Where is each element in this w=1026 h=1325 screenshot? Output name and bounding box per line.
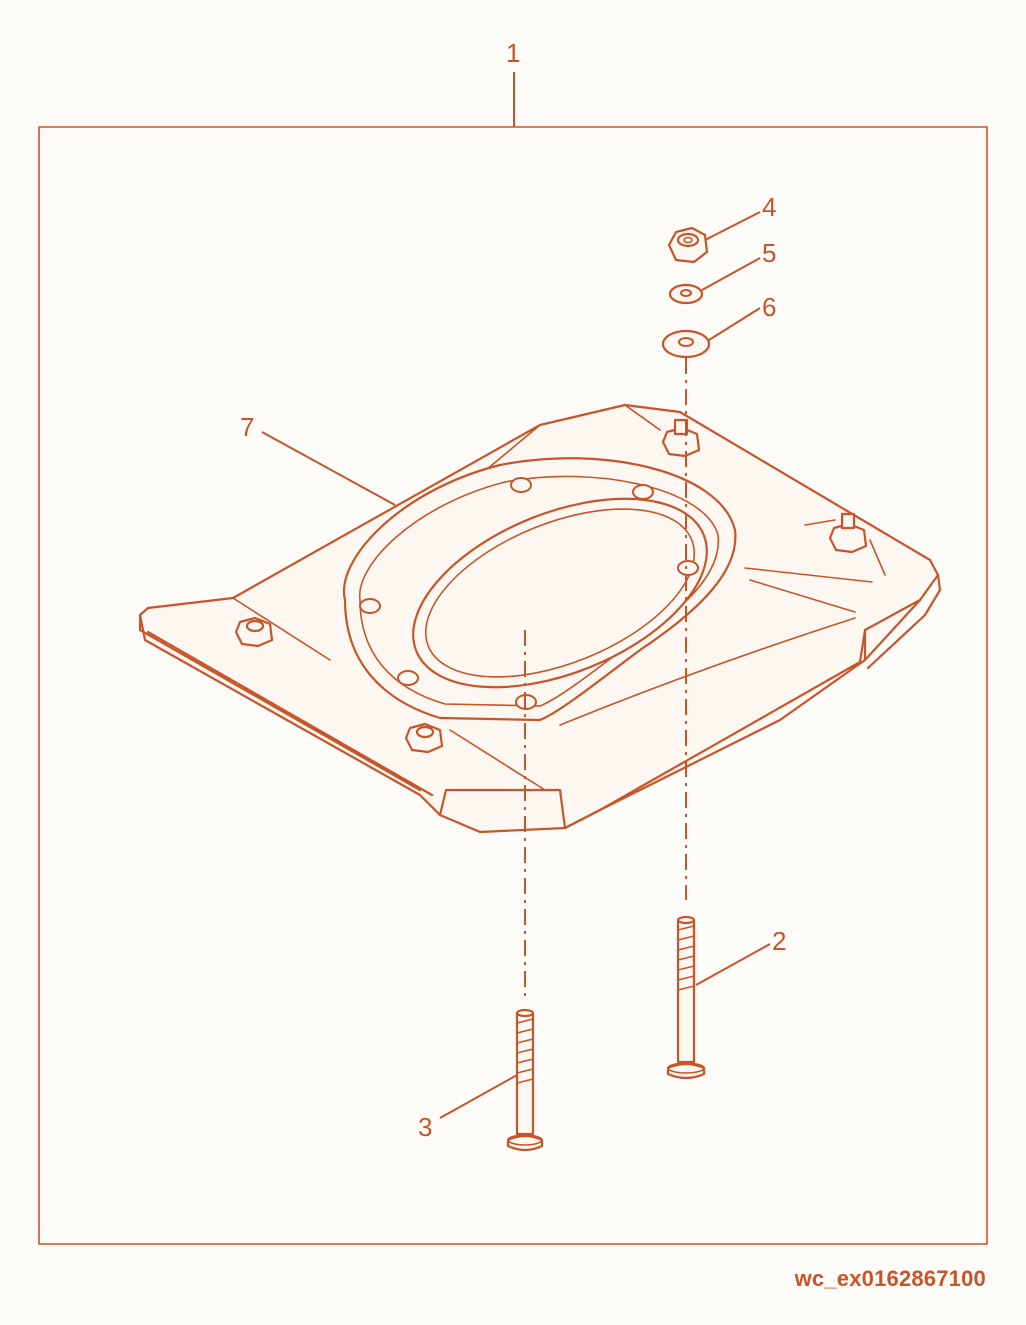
- plate-nut-back: [661, 418, 701, 458]
- flat-washer-part-6: [661, 329, 711, 359]
- callout-2-leader: [695, 943, 771, 986]
- lock-washer-part-5: [668, 283, 704, 305]
- callout-7: 7: [240, 412, 254, 442]
- callout-4-leader: [704, 211, 761, 241]
- plate-nut-front: [404, 722, 444, 754]
- drawing-id-label: wc_ex0162867100: [794, 1266, 986, 1291]
- callout-5-leader: [701, 257, 761, 291]
- callout-5: 5: [762, 238, 776, 268]
- plate-nut-right: [828, 512, 868, 554]
- callout-6: 6: [762, 292, 776, 322]
- plate-nut-left: [234, 616, 274, 648]
- bolt-part-3: [506, 1008, 544, 1152]
- callout-6-leader: [708, 307, 761, 341]
- bolt-part-2: [666, 915, 706, 1080]
- callout-4: 4: [762, 192, 776, 222]
- nut-part-4: [667, 226, 709, 264]
- callout-2: 2: [772, 926, 786, 956]
- mounting-plate: [138, 403, 942, 834]
- callout-3: 3: [418, 1112, 432, 1142]
- callout-1: 1: [506, 38, 520, 68]
- callout-3-leader: [439, 1074, 518, 1119]
- callout-7-leader: [261, 431, 396, 506]
